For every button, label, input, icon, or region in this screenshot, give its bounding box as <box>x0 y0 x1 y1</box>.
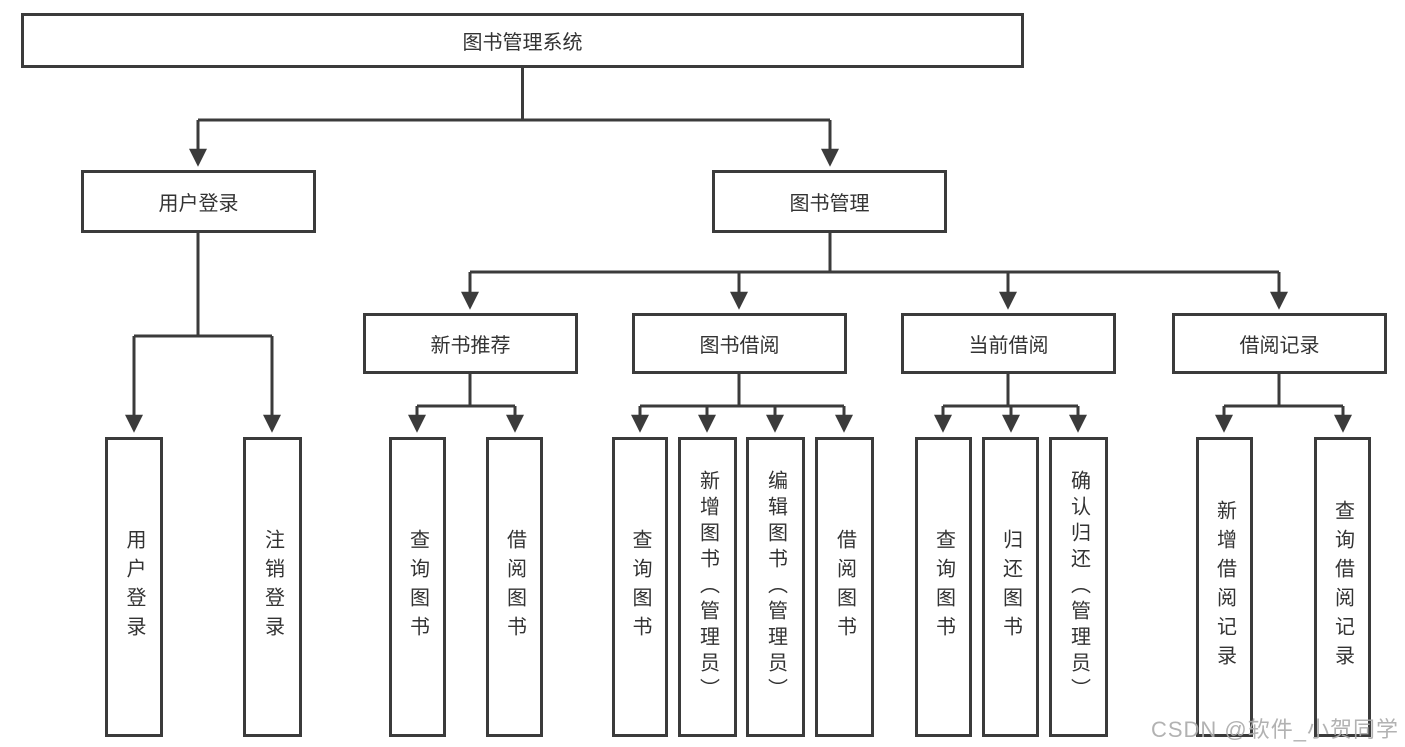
node-label: 图书管理系统 <box>462 32 583 54</box>
node-label: 新增借阅记录 <box>1213 500 1236 674</box>
csdn-watermark: CSDN @软件_小贺同学 <box>1150 717 1399 742</box>
node-label: 借阅图书 <box>503 529 526 645</box>
node-label: 图书借阅 <box>699 335 780 357</box>
node-label: 查询图书 <box>932 529 955 645</box>
leaf-logout: 注销登录 <box>243 437 302 737</box>
node-current-borrowing: 当前借阅 <box>901 313 1116 374</box>
leaf-user-login: 用户登录 <box>105 437 163 737</box>
leaf-add-borrow-record: 新增借阅记录 <box>1196 437 1253 737</box>
node-label: 借阅记录 <box>1239 335 1320 357</box>
node-label: 图书管理 <box>789 193 870 215</box>
node-user-login: 用户登录 <box>81 170 316 233</box>
leaf-query-books-current: 查询图书 <box>915 437 972 737</box>
node-label: 查询图书 <box>629 529 651 645</box>
leaf-query-borrow-record: 查询借阅记录 <box>1314 437 1371 737</box>
leaf-borrow-books-borrowing: 借阅图书 <box>815 437 874 737</box>
connector-trunk-lines <box>134 68 1343 408</box>
leaf-borrow-books-recommend: 借阅图书 <box>486 437 543 737</box>
node-label: 注销登录 <box>261 529 284 645</box>
node-label: 编辑图书（管理员） <box>764 470 787 704</box>
node-borrow-records: 借阅记录 <box>1172 313 1387 374</box>
node-library-system: 图书管理系统 <box>21 13 1024 68</box>
leaf-query-books-recommend: 查询图书 <box>389 437 446 737</box>
node-label: 借阅图书 <box>833 529 856 645</box>
node-label: 归还图书 <box>999 529 1022 645</box>
node-label: 查询借阅记录 <box>1331 500 1354 674</box>
node-book-management: 图书管理 <box>712 170 947 233</box>
leaf-edit-books-admin: 编辑图书（管理员） <box>746 437 805 737</box>
node-label: 用户登录 <box>158 193 239 215</box>
connector-arrows <box>125 120 1352 433</box>
node-book-borrowing: 图书借阅 <box>632 313 847 374</box>
leaf-add-books-admin: 新增图书（管理员） <box>678 437 737 737</box>
leaf-return-books: 归还图书 <box>982 437 1039 737</box>
node-label: 用户登录 <box>123 529 145 645</box>
node-label: 查询图书 <box>406 529 429 645</box>
node-label: 确认归还（管理员） <box>1067 470 1090 704</box>
node-label: 新增图书（管理员） <box>696 470 719 704</box>
node-label: 新书推荐 <box>430 335 511 357</box>
leaf-confirm-return-admin: 确认归还（管理员） <box>1049 437 1108 737</box>
node-new-book-recommend: 新书推荐 <box>363 313 578 374</box>
node-label: 当前借阅 <box>968 335 1049 357</box>
leaf-query-books-borrowing: 查询图书 <box>612 437 668 737</box>
